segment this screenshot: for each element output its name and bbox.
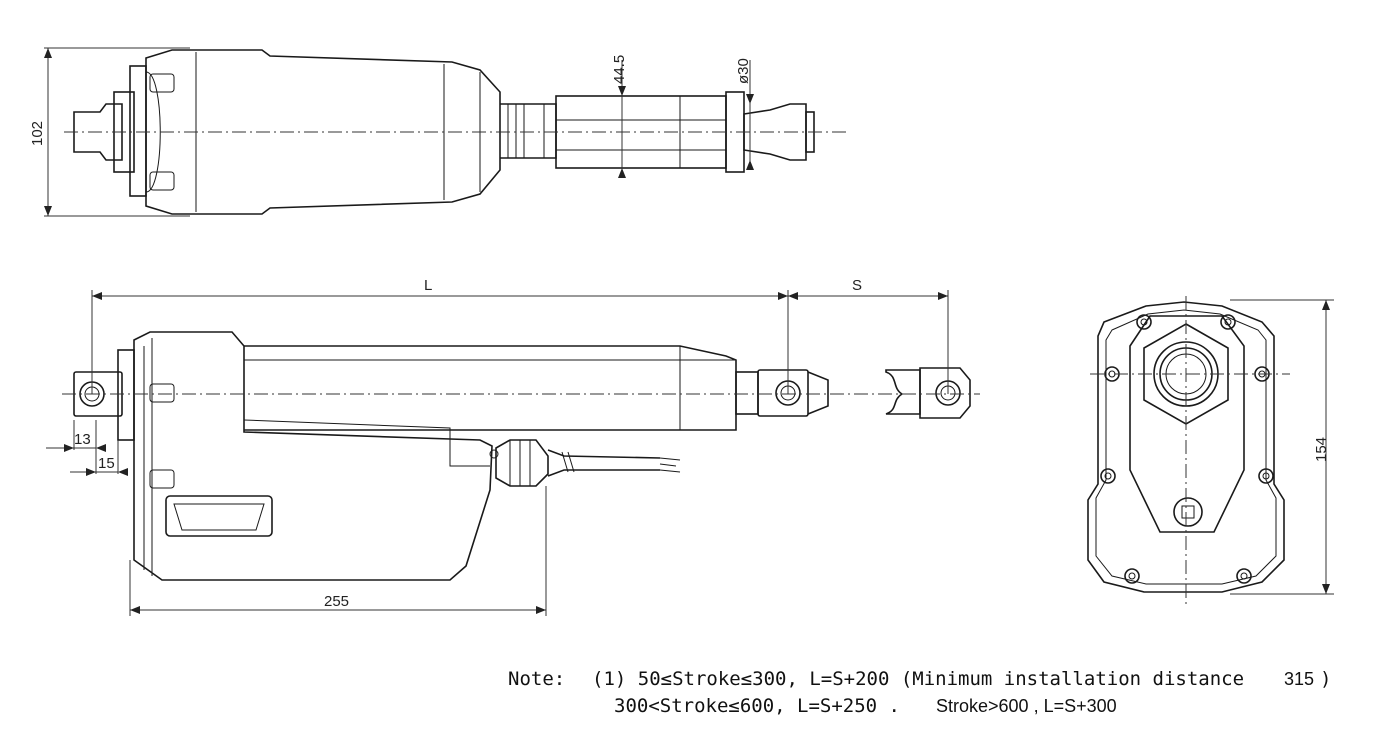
note-line-3: Stroke>600 , L=S+300: [936, 696, 1117, 716]
dim-154-label: 154: [1313, 437, 1330, 462]
end-view: [1087, 296, 1334, 606]
dim-S-label: S: [852, 277, 862, 294]
dim-L-label: L: [424, 277, 432, 294]
dim-15-label: 15: [98, 455, 115, 472]
note-prefix: Note:: [508, 668, 566, 690]
note-line-1-close: ): [1320, 668, 1332, 690]
dim-13-label: 13: [74, 431, 91, 448]
note-line-1-value: 315: [1284, 669, 1315, 689]
note-line-1: (1) 50≤Stroke≤300, L=S+200 (Minimum inst…: [592, 668, 1245, 690]
note-line-2: 300<Stroke≤600, L=S+250 .: [614, 695, 900, 717]
side-view: [46, 290, 980, 616]
dim-44-5-label: 44.5: [611, 55, 628, 84]
dim-255-label: 255: [324, 593, 349, 610]
top-view: [44, 47, 850, 217]
dim-diameter-30-label: ø30: [735, 58, 752, 84]
dim-102-label: 102: [29, 121, 46, 146]
